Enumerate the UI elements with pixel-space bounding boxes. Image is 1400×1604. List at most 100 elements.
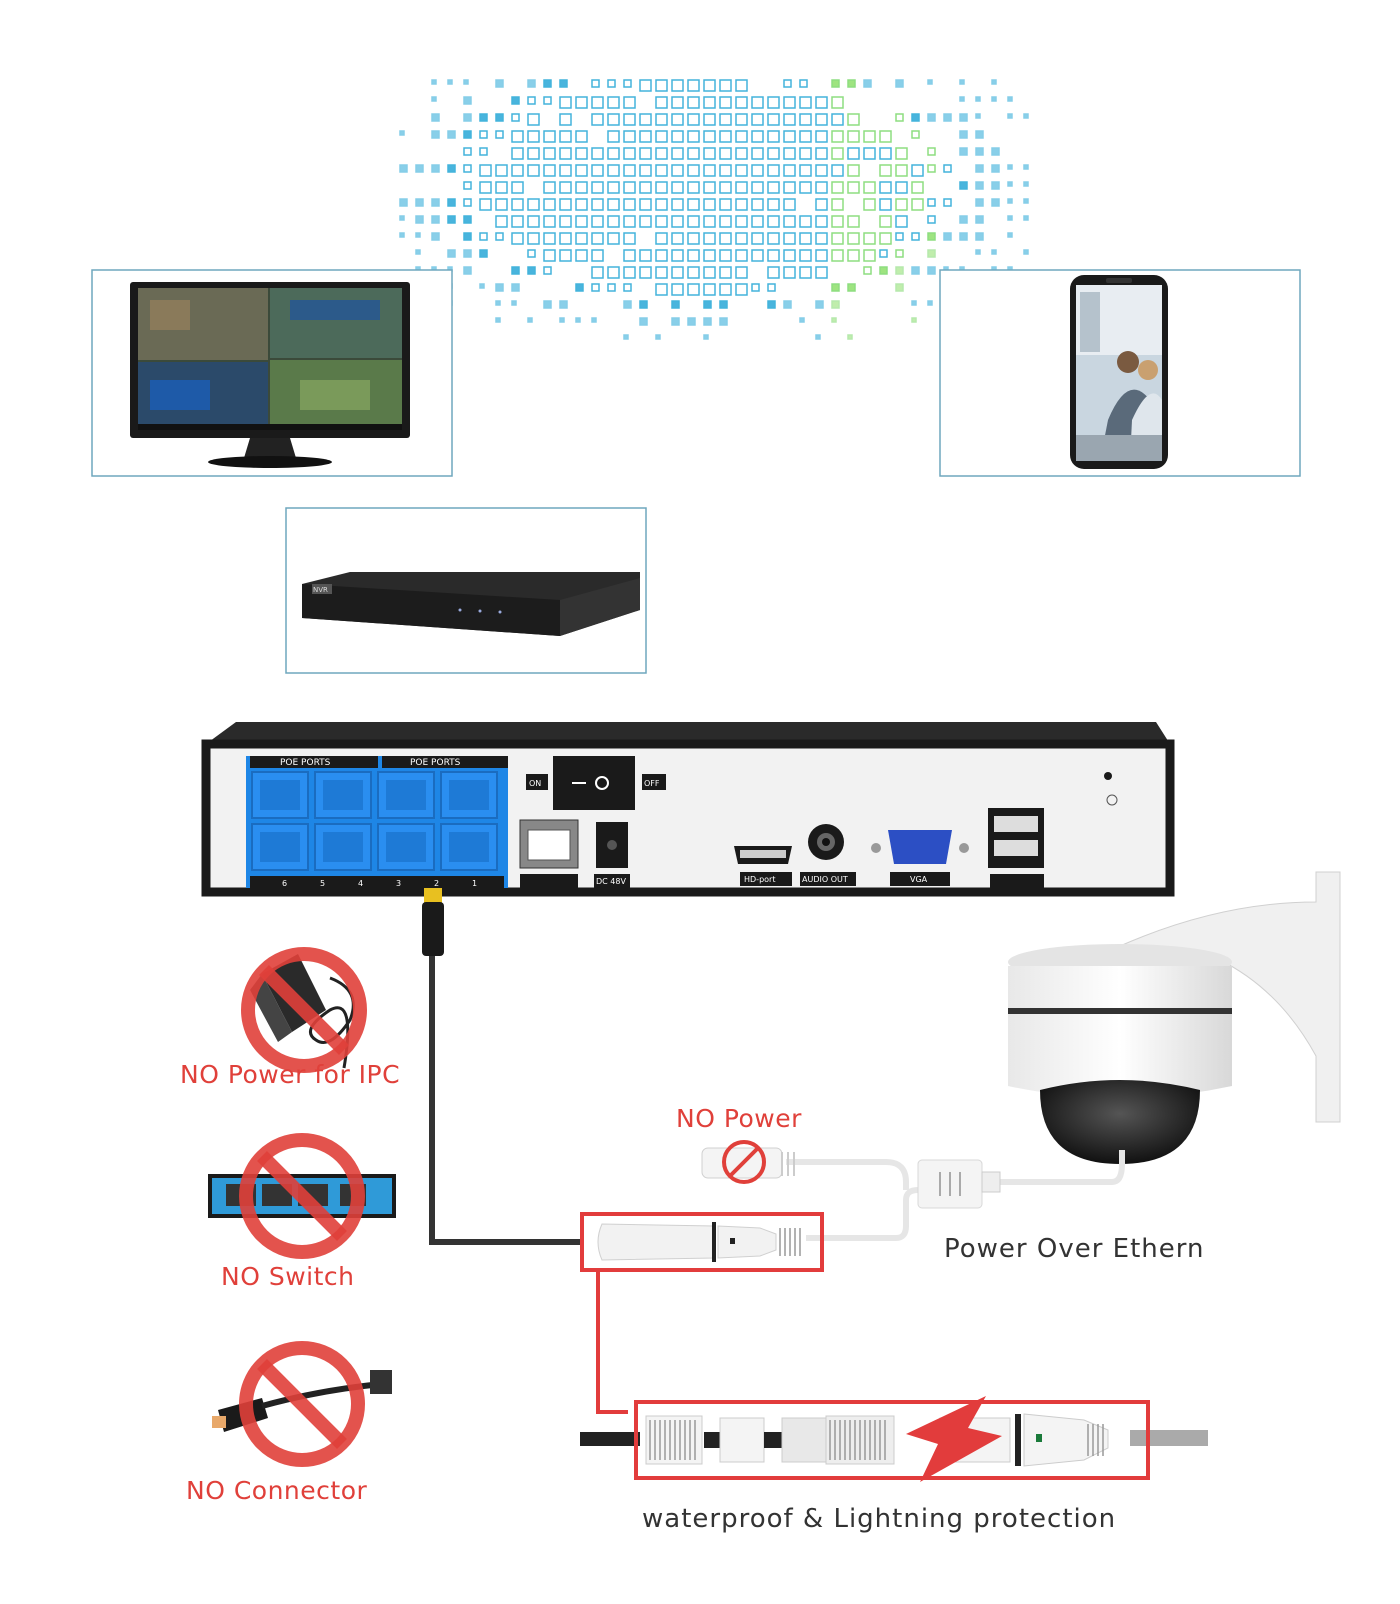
- dot-square: [719, 215, 732, 228]
- dot-square: [463, 113, 472, 122]
- switch-off-label: OFF: [644, 779, 660, 788]
- dot-square: [591, 79, 600, 88]
- dot-square: [831, 181, 844, 194]
- dot-square: [703, 198, 716, 211]
- dot-square: [703, 130, 716, 143]
- dot-square: [623, 232, 636, 245]
- dot-square: [911, 130, 920, 139]
- dot-square: [511, 147, 524, 160]
- lightning-icon: [906, 1396, 1002, 1482]
- dot-square: [495, 300, 501, 306]
- dot-square: [463, 147, 472, 156]
- prohibited-icon: [241, 947, 367, 1073]
- dot-square: [463, 96, 472, 105]
- dot-square: [799, 249, 812, 262]
- dot-square: [463, 249, 472, 258]
- dot-square: [495, 164, 508, 177]
- dot-square: [959, 232, 968, 241]
- waterproof-callout-box: [634, 1400, 1150, 1480]
- dot-square: [831, 317, 837, 323]
- dot-square: [751, 232, 764, 245]
- dot-square: [895, 283, 904, 292]
- dot-square: [623, 283, 632, 292]
- dot-square: [911, 232, 920, 241]
- dot-square: [719, 300, 728, 309]
- dot-square: [511, 181, 524, 194]
- dot-square: [975, 164, 984, 173]
- dot-square: [719, 317, 728, 326]
- dot-square: [831, 113, 844, 126]
- dot-square: [639, 215, 652, 228]
- dot-square: [783, 113, 796, 126]
- dot-square: [767, 198, 780, 211]
- dot-square: [991, 164, 1000, 173]
- dot-square: [767, 300, 776, 309]
- dot-square: [623, 334, 629, 340]
- dot-square: [511, 164, 524, 177]
- dot-square: [703, 79, 716, 92]
- dot-square: [879, 266, 888, 275]
- callout-link: [596, 1268, 628, 1414]
- dot-square: [991, 96, 997, 102]
- dot-square: [623, 215, 636, 228]
- dot-square: [751, 96, 764, 109]
- dot-square: [623, 130, 636, 143]
- dot-square: [527, 113, 540, 126]
- dot-square: [495, 198, 508, 211]
- dot-square: [831, 232, 844, 245]
- dot-square: [751, 198, 764, 211]
- dot-square: [879, 215, 892, 228]
- dot-square: [735, 147, 748, 160]
- dot-square: [431, 215, 440, 224]
- dot-square: [927, 113, 936, 122]
- dot-square: [863, 232, 876, 245]
- dot-square: [559, 232, 572, 245]
- dot-square: [591, 215, 604, 228]
- dot-square: [559, 164, 572, 177]
- nvr-icon: NVR: [302, 572, 640, 636]
- dot-square: [687, 147, 700, 160]
- dot-square: [687, 79, 700, 92]
- dot-square: [671, 215, 684, 228]
- dot-square: [799, 181, 812, 194]
- dot-square: [815, 334, 821, 340]
- dot-square: [815, 96, 828, 109]
- dot-square: [623, 147, 636, 160]
- dot-square: [527, 79, 536, 88]
- dot-square: [687, 198, 700, 211]
- dot-square: [719, 79, 732, 92]
- dot-square: [863, 266, 872, 275]
- dot-square: [543, 164, 556, 177]
- dot-square: [671, 113, 684, 126]
- dot-square: [655, 334, 661, 340]
- dot-square: [543, 198, 556, 211]
- dot-square: [783, 79, 792, 88]
- dot-square: [879, 164, 892, 177]
- dot-square: [1023, 249, 1029, 255]
- dot-square: [575, 198, 588, 211]
- dot-square: [959, 113, 968, 122]
- dot-square: [639, 79, 652, 92]
- dot-square: [655, 130, 668, 143]
- dot-square: [783, 249, 796, 262]
- dot-square: [543, 300, 552, 309]
- monitor-icon: [130, 282, 410, 468]
- dot-square: [655, 181, 668, 194]
- dot-square: [831, 215, 844, 228]
- dot-square: [511, 300, 517, 306]
- dot-square: [431, 113, 440, 122]
- dot-square: [527, 266, 536, 275]
- dot-square: [991, 147, 1000, 156]
- dot-square: [655, 198, 668, 211]
- dot-square: [831, 96, 844, 109]
- dot-square: [399, 198, 408, 207]
- dot-square: [479, 164, 492, 177]
- dot-square: [703, 215, 716, 228]
- dot-square: [959, 79, 965, 85]
- dot-square: [559, 300, 568, 309]
- dot-square: [543, 79, 552, 88]
- dot-square: [687, 181, 700, 194]
- dot-square: [863, 130, 876, 143]
- dot-square: [703, 164, 716, 177]
- dot-square: [591, 96, 604, 109]
